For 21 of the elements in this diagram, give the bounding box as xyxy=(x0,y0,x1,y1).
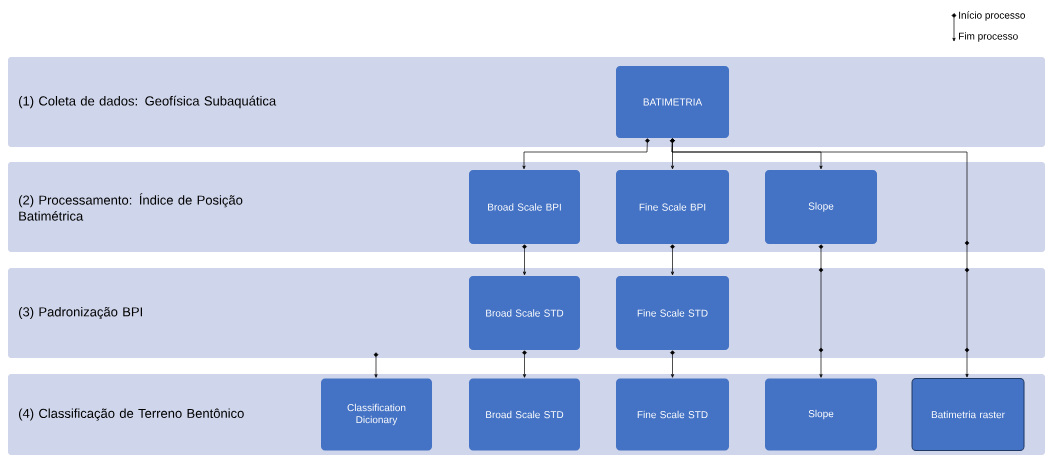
arrow xyxy=(522,350,527,378)
process-box: Batimetria raster xyxy=(911,378,1025,451)
process-box: Fine Scale BPI xyxy=(616,170,729,244)
legend-text: Fim processo xyxy=(959,32,1018,42)
arrow xyxy=(818,244,824,378)
process-box: Slope xyxy=(765,170,877,244)
process-box: Broad Scale STD xyxy=(469,276,580,350)
arrow xyxy=(670,244,675,276)
arrow xyxy=(522,138,650,170)
process-box: Fine Scale STD xyxy=(616,276,729,350)
process-box: BATIMETRIA xyxy=(616,66,729,138)
process-box: Broad Scale BPI xyxy=(469,170,580,244)
arrow xyxy=(670,350,675,378)
arrow xyxy=(670,138,970,378)
legend-text: Início processo xyxy=(959,11,1026,21)
arrow xyxy=(373,352,379,378)
process-box: Broad Scale STD xyxy=(469,378,580,451)
arrow xyxy=(522,244,527,276)
process-box: Fine Scale STD xyxy=(616,378,729,451)
process-box: Slope xyxy=(765,378,877,451)
process-box: Classification Dicionary xyxy=(321,378,432,451)
